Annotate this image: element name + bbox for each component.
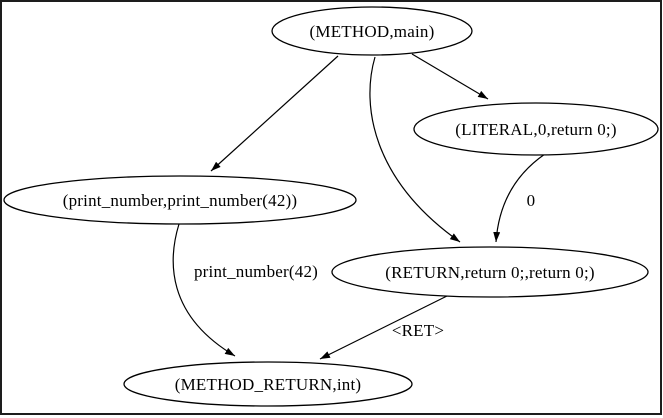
edge-return-to-method-return — [319, 295, 448, 360]
edge-label-print-number-to-method-return: print_number(42) — [194, 262, 318, 281]
edge-print-number-to-method-return — [172, 223, 236, 357]
edge-method-main-to-return — [369, 56, 461, 243]
node-ellipse-method-main — [271, 6, 473, 56]
edge-label-literal-to-return: 0 — [527, 191, 536, 210]
edge-method-main-to-literal — [411, 53, 489, 100]
node-ellipse-return — [331, 246, 649, 298]
edge-method-main-to-print-number — [210, 55, 339, 172]
node-literal-0: (LITERAL,0,return 0;) — [413, 102, 659, 156]
node-label-print-number: (print_number,print_number(42)) — [63, 191, 298, 210]
node-label-method-return: (METHOD_RETURN,int) — [175, 375, 362, 394]
node-method-main: (METHOD,main) — [271, 6, 473, 56]
node-method-return: (METHOD_RETURN,int) — [123, 361, 413, 407]
node-ellipse-print-number — [3, 175, 357, 225]
node-print-number: (print_number,print_number(42)) — [3, 175, 357, 225]
node-ellipse-method-return — [123, 361, 413, 407]
node-return: (RETURN,return 0;,return 0;) — [331, 246, 649, 298]
node-label-literal-0: (LITERAL,0,return 0;) — [455, 120, 616, 139]
node-label-return: (RETURN,return 0;,return 0;) — [385, 263, 595, 282]
node-ellipse-literal-0 — [413, 102, 659, 156]
edge-literal-to-return — [493, 153, 546, 243]
node-label-method-main: (METHOD,main) — [310, 22, 435, 41]
edge-label-return-to-method-return: <RET> — [392, 321, 444, 340]
